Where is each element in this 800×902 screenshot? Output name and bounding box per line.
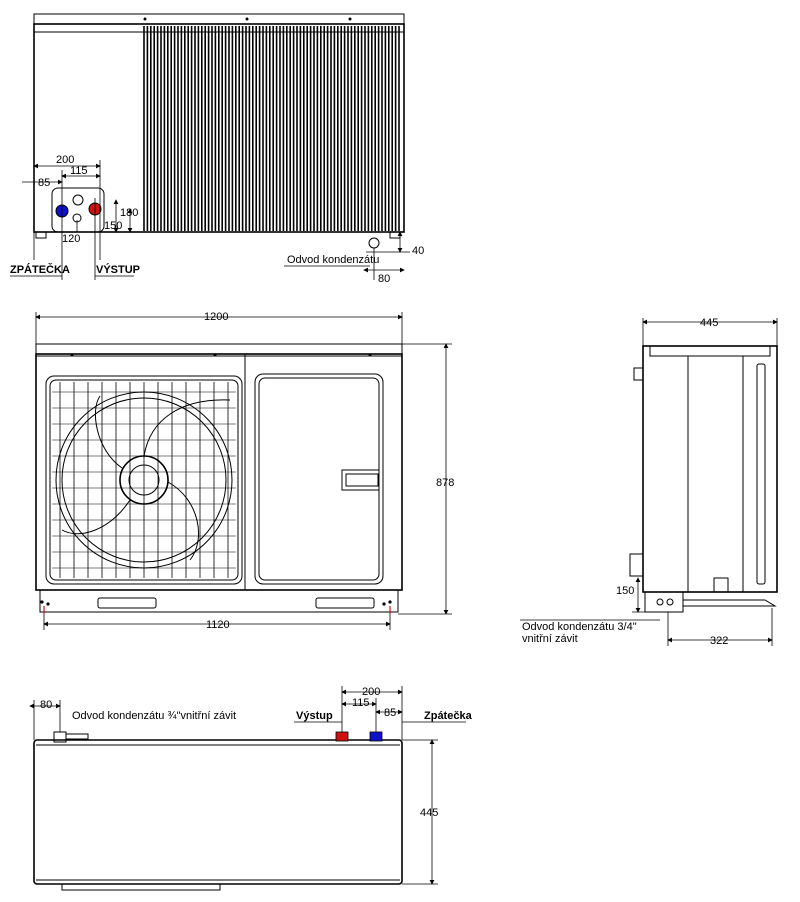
dim-85: 85 xyxy=(384,707,396,719)
door-handle-recess xyxy=(341,469,379,491)
dim-200: 200 xyxy=(362,686,380,698)
label-outlet: Výstup xyxy=(296,710,333,722)
dim-width: 1200 xyxy=(204,311,228,323)
dim-40: 40 xyxy=(412,245,424,257)
connection-panel xyxy=(51,187,105,233)
fan-grille-bars xyxy=(52,382,236,578)
rear-fin-grid xyxy=(143,26,400,231)
drain-label-line1: Odvod kondenzátu 3/4" xyxy=(522,621,637,633)
dim-80: 80 xyxy=(378,273,390,285)
dim-200: 200 xyxy=(56,154,74,166)
fan-blade xyxy=(94,395,123,469)
dim-depth: 445 xyxy=(700,317,718,329)
plan-body xyxy=(33,739,403,885)
dim-115: 115 xyxy=(352,697,370,709)
dim-150: 150 xyxy=(616,585,634,597)
label-outlet: VÝSTUP xyxy=(96,263,140,276)
service-door-inner xyxy=(258,377,380,581)
front-base xyxy=(39,589,399,613)
fan-grille-frame xyxy=(45,375,243,585)
front-top-cap xyxy=(35,343,403,357)
door-handle xyxy=(345,473,379,487)
fan-grille-inner xyxy=(49,379,239,581)
side-top xyxy=(649,345,771,357)
plan-view: 80 Odvod kondenzátu ¾"vnitřní závit 200 … xyxy=(29,686,473,891)
dim-feet-distance: 1120 xyxy=(206,619,230,631)
dim-180: 180 xyxy=(120,207,138,219)
dim-85: 85 xyxy=(38,177,50,189)
condensate-drain-port xyxy=(368,237,380,249)
dim-322: 322 xyxy=(710,635,728,647)
foot xyxy=(389,231,401,239)
label-return: ZPÁTEČKA xyxy=(10,263,70,276)
fan-ring xyxy=(55,391,233,569)
plan-return-connector xyxy=(369,731,383,742)
plan-outlet-connector xyxy=(335,731,349,742)
drain-label: Odvod kondenzátu ¾"vnitřní závit xyxy=(72,710,236,722)
dim-80: 80 xyxy=(40,699,52,711)
dim-115: 115 xyxy=(70,165,88,177)
rear-body xyxy=(33,23,405,233)
dim-height: 878 xyxy=(436,477,454,489)
aux-port xyxy=(72,194,84,206)
label-condensate-drain: Odvod kondenzátu xyxy=(287,254,379,266)
drain-label-line2: vnitřní závit xyxy=(522,633,578,645)
fan-blade xyxy=(143,399,231,457)
plan-grille-edge xyxy=(61,883,221,891)
label-return: Zpátečka xyxy=(424,710,473,722)
front-view: 1200 878 1120 xyxy=(35,311,454,631)
side-view: 445 150 322 Odvod kondenzátu 3/4" vnitřn… xyxy=(520,317,778,647)
side-coil xyxy=(756,363,766,585)
side-port xyxy=(633,367,644,381)
side-drain-block xyxy=(644,591,684,613)
fan-blade xyxy=(61,499,131,535)
fan-hub-inner xyxy=(128,464,160,496)
side-box xyxy=(713,577,729,593)
foot xyxy=(35,231,47,239)
dim-445: 445 xyxy=(420,807,438,819)
fan-blade xyxy=(167,481,200,561)
side-foot xyxy=(682,599,777,607)
side-pipes xyxy=(629,553,644,577)
rear-view: 200 115 85 180 150 120 40 80 ZPÁTEČKA VÝ… xyxy=(10,13,424,285)
dim-150: 150 xyxy=(104,220,122,232)
fan-ring-inner xyxy=(61,397,227,563)
service-door xyxy=(254,373,384,585)
dim-120: 120 xyxy=(62,233,80,245)
